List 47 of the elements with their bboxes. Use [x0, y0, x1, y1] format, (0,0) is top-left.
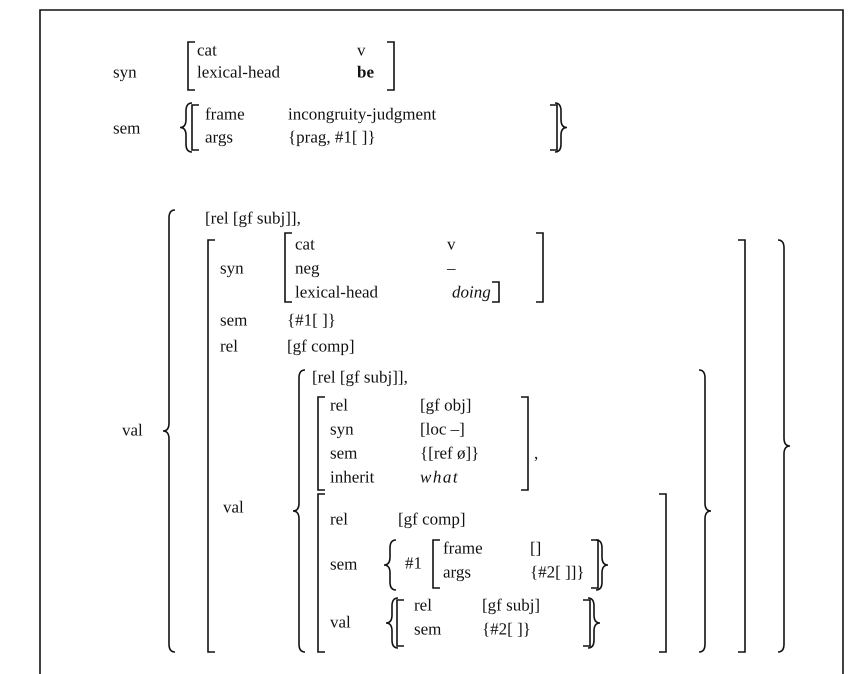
feature-name: sem: [330, 556, 358, 572]
feature-name: frame: [443, 540, 483, 556]
feature-name: sem: [330, 444, 358, 462]
feature-name: val: [223, 498, 244, 516]
feature-value: [loc –]: [420, 420, 465, 438]
feature-value: {#2[ ]}: [482, 620, 531, 638]
feature-value: be: [357, 64, 374, 80]
feature-value: #1: [405, 554, 422, 572]
feature-name: sem: [113, 120, 140, 136]
feature-value: {prag, #1[ ]}: [288, 128, 376, 146]
feature-value: [rel [gf subj]],: [312, 368, 408, 386]
feature-name: args: [443, 564, 472, 580]
feature-name: syn: [113, 64, 137, 80]
feature-value: [gf comp]: [398, 510, 466, 528]
feature-value: [rel [gf subj]],: [205, 210, 301, 226]
feature-name: rel: [414, 596, 432, 614]
feature-name: syn: [330, 420, 354, 438]
feature-value: doing: [452, 284, 491, 300]
feature-value: [gf comp]: [287, 338, 355, 354]
feature-name: rel: [330, 396, 348, 414]
feature-name: val: [330, 614, 351, 630]
feature-value: –: [447, 260, 456, 276]
feature-name: args: [205, 128, 234, 146]
feature-name: syn: [220, 260, 244, 276]
feature-name: cat: [197, 42, 217, 58]
feature-value: what: [420, 468, 460, 486]
punctuation: ,: [534, 444, 538, 462]
feature-value: {#2[ ]]}: [530, 564, 585, 580]
feature-name: val: [122, 422, 143, 438]
feature-name: frame: [205, 106, 245, 122]
feature-name: lexical-head: [295, 284, 378, 300]
feature-name: rel: [220, 338, 238, 354]
feature-value: v: [357, 42, 366, 58]
feature-value: {[ref ø]}: [420, 444, 480, 462]
feature-value: [gf obj]: [420, 396, 472, 414]
feature-value: {#1[ ]}: [287, 312, 336, 328]
feature-value: [gf subj]: [482, 596, 540, 614]
feature-name: rel: [330, 510, 348, 528]
feature-value: []: [530, 540, 542, 556]
feature-name: lexical-head: [197, 64, 280, 80]
feature-name: inherit: [330, 468, 374, 486]
feature-name: cat: [295, 236, 315, 252]
feature-name: neg: [295, 260, 320, 276]
feature-name: sem: [220, 312, 248, 328]
feature-name: sem: [414, 620, 442, 638]
feature-value: v: [447, 236, 456, 252]
feature-value: incongruity-judgment: [288, 106, 436, 122]
